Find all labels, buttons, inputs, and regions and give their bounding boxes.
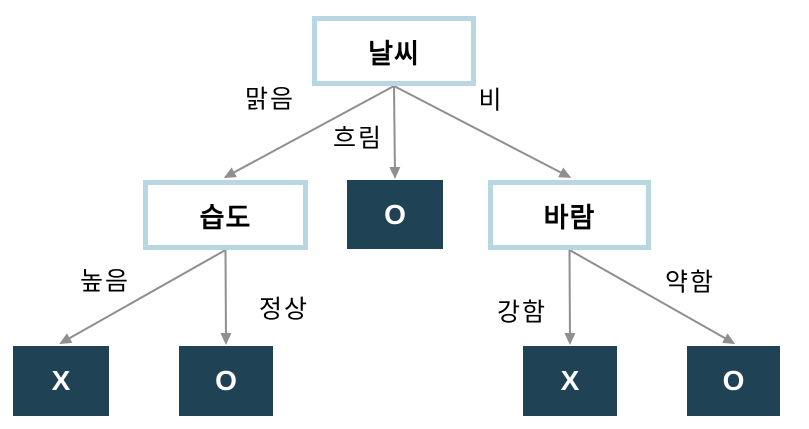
node-label: 날씨 [368,38,420,69]
edge-label-weak: 약함 [664,268,716,297]
leaf-wind-strong-result: X [523,346,617,416]
edge-rain-arrow [393,85,572,178]
node-label: O [384,198,406,230]
edge-label-sunny: 맑음 [244,85,296,114]
node-label: X [560,365,580,396]
leaf-humidity-normal-result: O [179,346,273,416]
edge-strong-arrow [564,249,576,345]
node-label: O [215,365,237,396]
node-humidity: 습도 [143,180,308,250]
edge-label-normal: 정상 [258,295,310,324]
node-label: X [51,365,71,396]
edge-normal-arrow [220,249,232,345]
node-label: 바람 [543,202,596,233]
node-weather: 날씨 [312,16,476,86]
edge-overcast-arrow [389,85,401,179]
edge-sunny-arrow [223,85,395,178]
edge-weak-arrow [569,249,736,344]
leaf-overcast-result: O [347,180,443,249]
edge-high-arrow [59,249,226,344]
node-label: 습도 [199,202,252,233]
leaf-humidity-high-result: X [13,346,109,416]
leaf-wind-weak-result: O [687,346,780,416]
edge-label-overcast: 흐림 [332,124,384,153]
node-wind: 바람 [488,180,651,250]
edge-label-rain: 비 [478,86,504,115]
edge-label-high: 높음 [79,267,131,296]
edge-label-strong: 강함 [496,298,548,327]
node-label: O [722,365,745,396]
